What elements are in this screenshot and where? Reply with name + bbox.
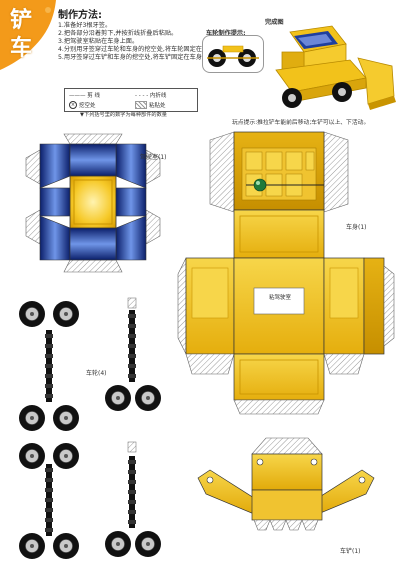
corner-decoration <box>0 0 56 70</box>
shovel-cutout <box>197 437 375 531</box>
legend-glue: 粘贴处 <box>135 100 166 110</box>
wheel-tip-box <box>202 35 264 73</box>
legend-fold-line: - - - - 内折线 <box>135 93 167 99</box>
instruction-step: 2.把各部分沿着剪下,并按折线折叠后粘贴。 <box>58 30 178 37</box>
wheel-tip-title: 车轮制作提示: <box>206 30 246 37</box>
legend-hole: × 挖空处 <box>69 101 96 109</box>
cab-cutout <box>25 133 161 273</box>
legend-box: ——— 剪 线 - - - - 内折线 × 挖空处 粘贴处 <box>64 88 198 112</box>
wheels-cutout <box>18 297 162 560</box>
instruction-step: 1.准备好3根牙签。 <box>58 22 112 29</box>
glue-area-icon <box>135 101 147 109</box>
instructions-heading: 制作方法: <box>58 10 102 21</box>
instruction-step: 4.分别用牙签穿过车轮和车身的挖空处,将车轮固定在车身两侧。 <box>58 46 233 53</box>
completed-label: 完成图 <box>265 19 284 26</box>
completed-bulldozer-illustration <box>275 25 396 110</box>
instruction-step: 3.把驾驶室粘贴在车身上面。 <box>58 38 139 45</box>
body-cutout: × × <box>177 131 395 415</box>
play-hint: 玩点提示:推拉铲车能前后移动;车铲可以上、下活动。 <box>232 120 370 126</box>
title-char: 车 <box>10 35 33 61</box>
title-char: 铲 <box>10 7 33 33</box>
instruction-step: 5.用牙签穿过车铲和车身的挖空处,将车铲固定在车身上。 <box>58 54 215 61</box>
page-title: 铲车 <box>10 6 42 62</box>
cab-label: 驾驶室(1) <box>140 154 167 161</box>
wheel-tip-illustration <box>207 45 259 67</box>
shovel-label: 车铲(1) <box>340 548 361 555</box>
hole-icon: × <box>69 101 77 109</box>
wheels-label: 车轮(4) <box>86 370 107 377</box>
body-glue-cab-label: 粘驾驶室 <box>268 295 291 301</box>
instruction-steps: 1.准备好3根牙签。 2.把各部分沿着剪下,并按折线折叠后粘贴。 3.把驾驶室粘… <box>58 22 233 62</box>
instructions: 制作方法: 1.准备好3根牙签。 2.把各部分沿着剪下,并按折线折叠后粘贴。 3… <box>58 6 233 62</box>
legend-note: ▼下列括号里的数字为每种部件的数量 <box>80 112 167 118</box>
body-label: 车身(1) <box>346 224 367 231</box>
legend-cut-line: ——— 剪 线 <box>69 93 100 99</box>
